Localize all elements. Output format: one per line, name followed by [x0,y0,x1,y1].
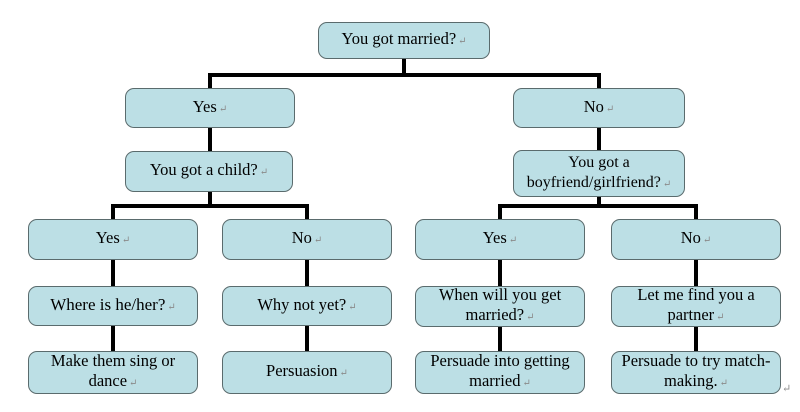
node-label: Let me find you a partner↵ [637,285,755,324]
soft-return-mark: ↵ [121,235,131,246]
connector-child-no-to-why-not [305,260,309,286]
node-persuade-into-getting-married: Persuade into getting married↵ [415,351,585,394]
node-label: You got married?↵ [341,29,467,48]
soft-return-mark: ↵ [218,103,228,115]
connector-why-not-to-persuasion [305,326,309,351]
node-married-yes: Yes↵ [125,88,295,128]
connector-root-to-no [597,73,601,88]
connector-partner-q-to-yes [498,204,502,219]
connector-child-q-branch [111,204,309,208]
connector-when-marry-to-persuade [498,327,502,351]
connector-child-q-stem [208,192,212,206]
soft-return-mark: ↵ [458,36,467,47]
node-label: You got a child?↵ [149,160,269,179]
soft-return-mark: ↵ [662,178,672,190]
node-you-got-a-boyfriend-girlfriend: You got a boyfriend/girlfriend?↵ [513,150,685,197]
node-partner-yes: Yes↵ [415,219,585,260]
node-label: Yes↵ [192,96,228,116]
soft-return-mark: ↵ [508,235,518,246]
node-make-them-sing-or-dance: Make them sing or dance↵ [28,351,198,394]
node-you-got-a-child: You got a child?↵ [125,151,293,192]
connector-root-branch [208,73,601,77]
soft-return-mark: ↵ [719,378,728,389]
soft-return-mark: ↵ [605,103,615,115]
soft-return-mark: ↵ [522,378,531,389]
node-why-not-yet: Why not yet?↵ [222,286,392,326]
connector-child-q-to-no [305,204,309,219]
connector-partner-q-branch [498,204,698,208]
node-label: No↵ [583,96,615,116]
soft-return-mark: ↵ [339,368,348,379]
soft-return-mark: ↵ [526,312,535,323]
soft-return-mark: ↵ [313,235,323,246]
soft-return-mark: ↵ [702,235,712,246]
connector-partner-q-stem [597,197,601,206]
connector-partner-q-to-no [694,204,698,219]
node-label: Why not yet?↵ [257,294,357,314]
node-where-is-he-her: Where is he/her?↵ [28,286,198,326]
connector-root-to-yes [208,73,212,88]
connector-child-q-to-yes [111,204,115,219]
soft-return-mark: ↵ [129,378,138,389]
node-label: Yes↵ [95,228,131,247]
soft-return-mark: ↵ [716,312,725,323]
connector-partner-no-to-find-partner [694,260,698,286]
soft-return-mark: ↵ [259,167,269,178]
connector-no-to-partner-q [597,128,601,150]
paragraph-end-mark: ↵ [782,383,792,395]
node-you-got-married: You got married?↵ [318,22,490,59]
node-label: Where is he/her?↵ [50,294,176,314]
node-married-no: No↵ [513,88,685,128]
connector-root-stem [402,59,406,75]
soft-return-mark: ↵ [348,301,357,313]
node-when-will-you-get-married: When will you get married?↵ [415,285,585,327]
connector-where-to-sing-dance [111,326,115,351]
node-label: Persuasion↵ [266,361,348,380]
node-label: No↵ [680,228,712,247]
node-child-no: No↵ [222,219,392,260]
connector-child-yes-to-where [111,260,115,286]
node-label: Make them sing or dance↵ [50,351,176,390]
node-label: You got a boyfriend/girlfriend?↵ [526,153,672,191]
node-label: Persuade to try match-making.↵ [621,351,771,390]
node-label: Yes↵ [482,228,518,247]
node-label: No↵ [291,228,323,247]
node-persuasion: Persuasion↵ [222,351,392,394]
node-persuade-to-try-match-making: Persuade to try match-making.↵ [611,351,781,394]
soft-return-mark: ↵ [167,301,176,313]
connector-yes-to-child-q [208,128,212,151]
node-label: Persuade into getting married↵ [430,351,570,390]
connector-partner-yes-to-when-marry [498,260,502,286]
node-label: When will you get married?↵ [438,285,562,324]
node-partner-no: No↵ [611,219,781,260]
connector-find-partner-to-matchmaking [694,327,698,351]
node-let-me-find-you-a-partner: Let me find you a partner↵ [611,285,781,327]
node-child-yes: Yes↵ [28,219,198,260]
